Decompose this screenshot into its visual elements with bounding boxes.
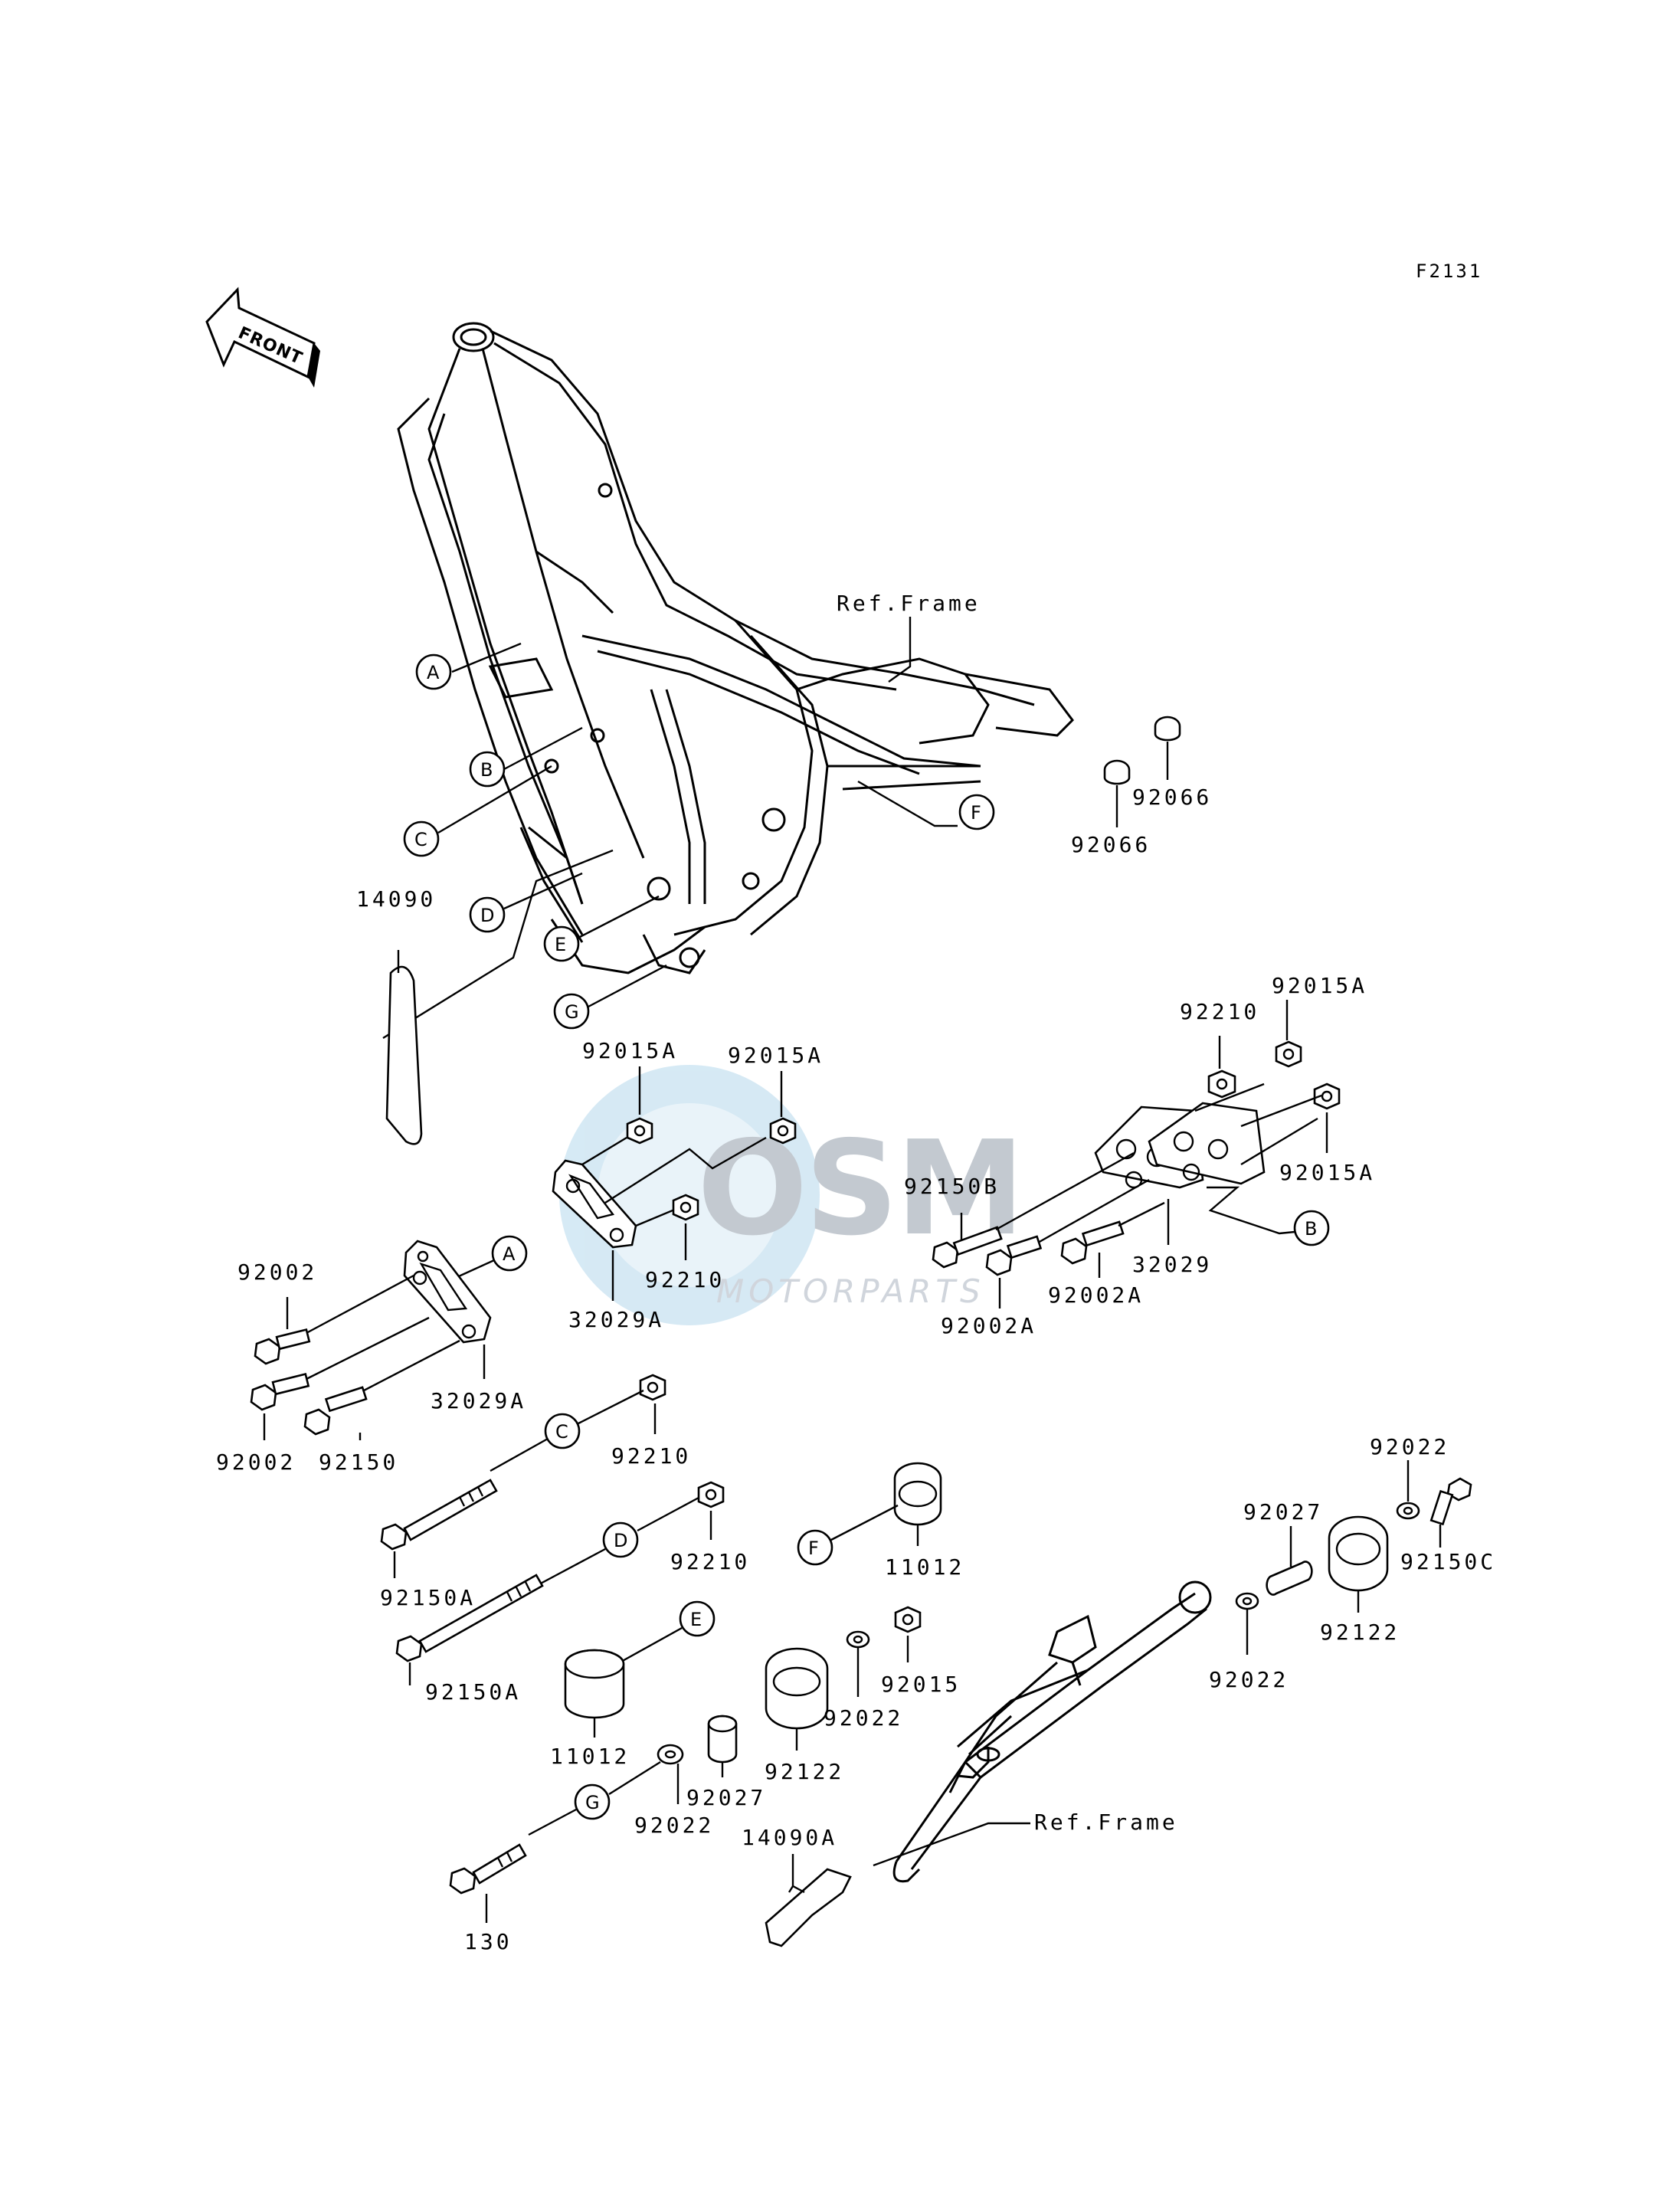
label-92150B: 92150B bbox=[904, 1174, 1000, 1199]
label-92015A-a: 92015A bbox=[582, 1038, 678, 1063]
callout-c-2: C bbox=[555, 1421, 568, 1443]
ref-frame-label-2: Ref.Frame bbox=[1034, 1810, 1178, 1835]
callout-e-2: E bbox=[690, 1609, 702, 1630]
frame-callouts: A B C D E G F Ref.Frame bbox=[382, 591, 995, 1040]
group-b: 92210 92015A 92015A B 32029 92150B bbox=[904, 973, 1375, 1338]
label-14090: 14090 bbox=[356, 886, 436, 912]
callout-c: C bbox=[414, 829, 427, 850]
label-130: 130 bbox=[464, 1929, 513, 1954]
watermark-sub: MOTORPARTS bbox=[716, 1272, 985, 1310]
label-92066-b: 92066 bbox=[1071, 832, 1151, 857]
label-14090A: 14090A bbox=[742, 1825, 837, 1850]
callout-f: F bbox=[971, 802, 981, 824]
label-92022-d: 92022 bbox=[1370, 1434, 1449, 1459]
label-92210-d: 92210 bbox=[670, 1549, 750, 1574]
frame-drawing bbox=[397, 322, 1074, 974]
part-92066: 92066 92066 bbox=[1071, 716, 1212, 857]
callout-f-2: F bbox=[808, 1538, 819, 1559]
label-92022-a: 92022 bbox=[824, 1705, 903, 1731]
bolt-92002A-a: 92002A bbox=[941, 1178, 1150, 1338]
label-11012-b: 11012 bbox=[550, 1744, 630, 1769]
label-32029: 32029 bbox=[1132, 1252, 1212, 1277]
bolt-92002A-b: 92002A bbox=[1048, 1201, 1165, 1308]
label-92122-a: 92122 bbox=[765, 1759, 844, 1784]
group-f-middle: 11012 F 92122 92027 92022 92015 bbox=[686, 1462, 964, 1810]
label-11012-a: 11012 bbox=[885, 1554, 964, 1580]
callout-g-2: G bbox=[585, 1792, 600, 1813]
callout-b-2: B bbox=[1305, 1218, 1317, 1240]
label-32029A-b: 32029A bbox=[431, 1388, 526, 1413]
label-92015A-d: 92015A bbox=[1279, 1160, 1375, 1185]
group-e-g: E 11012 G 92022 130 bbox=[449, 1600, 716, 1954]
callout-b: B bbox=[480, 759, 493, 781]
callout-a-2: A bbox=[503, 1243, 516, 1265]
label-92150A-b: 92150A bbox=[425, 1679, 521, 1705]
label-92015: 92015 bbox=[881, 1672, 961, 1697]
group-lower-frame: Ref.Frame 14090A bbox=[742, 1580, 1212, 1947]
callout-circle bbox=[415, 653, 452, 690]
callout-a: A bbox=[427, 662, 440, 683]
label-92002A-b: 92002A bbox=[1048, 1282, 1144, 1308]
label-92210-c: 92210 bbox=[611, 1443, 691, 1469]
label-92122-b: 92122 bbox=[1320, 1620, 1400, 1645]
ref-frame-label: Ref.Frame bbox=[837, 591, 981, 616]
label-92150: 92150 bbox=[319, 1449, 398, 1475]
label-92015A-b: 92015A bbox=[728, 1043, 824, 1068]
label-92066-a: 92066 bbox=[1132, 784, 1212, 810]
callout-d-2: D bbox=[614, 1530, 627, 1551]
group-c-d: 92210 C 92150A 92210 D 92150A bbox=[380, 1374, 750, 1705]
callout-d: D bbox=[480, 905, 494, 926]
figure-code: F2131 bbox=[1416, 260, 1482, 282]
label-92015A-c: 92015A bbox=[1272, 973, 1367, 998]
label-92002A-a: 92002A bbox=[941, 1313, 1036, 1338]
group-left-plate: 32029A 92002 92002 92150 bbox=[216, 1240, 526, 1475]
group-a: 92015A 92015A 92210 32029A A bbox=[451, 1038, 824, 1332]
group-right-lower: 92022 92150C 92027 92122 92022 bbox=[1209, 1434, 1496, 1692]
bolt-92150B bbox=[932, 1151, 1135, 1269]
label-92022-c: 92022 bbox=[1209, 1667, 1289, 1692]
label-32029A-a: 32029A bbox=[568, 1307, 664, 1332]
label-92022-b: 92022 bbox=[634, 1813, 714, 1838]
label-92027-b: 92027 bbox=[1243, 1499, 1323, 1525]
callout-g: G bbox=[565, 1001, 579, 1023]
label-92002-b: 92002 bbox=[216, 1449, 296, 1475]
label-92002-a: 92002 bbox=[237, 1259, 317, 1285]
label-92210-b: 92210 bbox=[645, 1267, 725, 1292]
part-14090: 14090 bbox=[356, 886, 436, 1145]
callout-e: E bbox=[555, 934, 566, 955]
label-92150A-a: 92150A bbox=[380, 1585, 476, 1610]
front-arrow-icon: FRONT bbox=[205, 287, 320, 388]
label-92150C: 92150C bbox=[1400, 1549, 1496, 1574]
label-92210-a: 92210 bbox=[1180, 999, 1259, 1024]
label-92027-a: 92027 bbox=[686, 1785, 766, 1810]
